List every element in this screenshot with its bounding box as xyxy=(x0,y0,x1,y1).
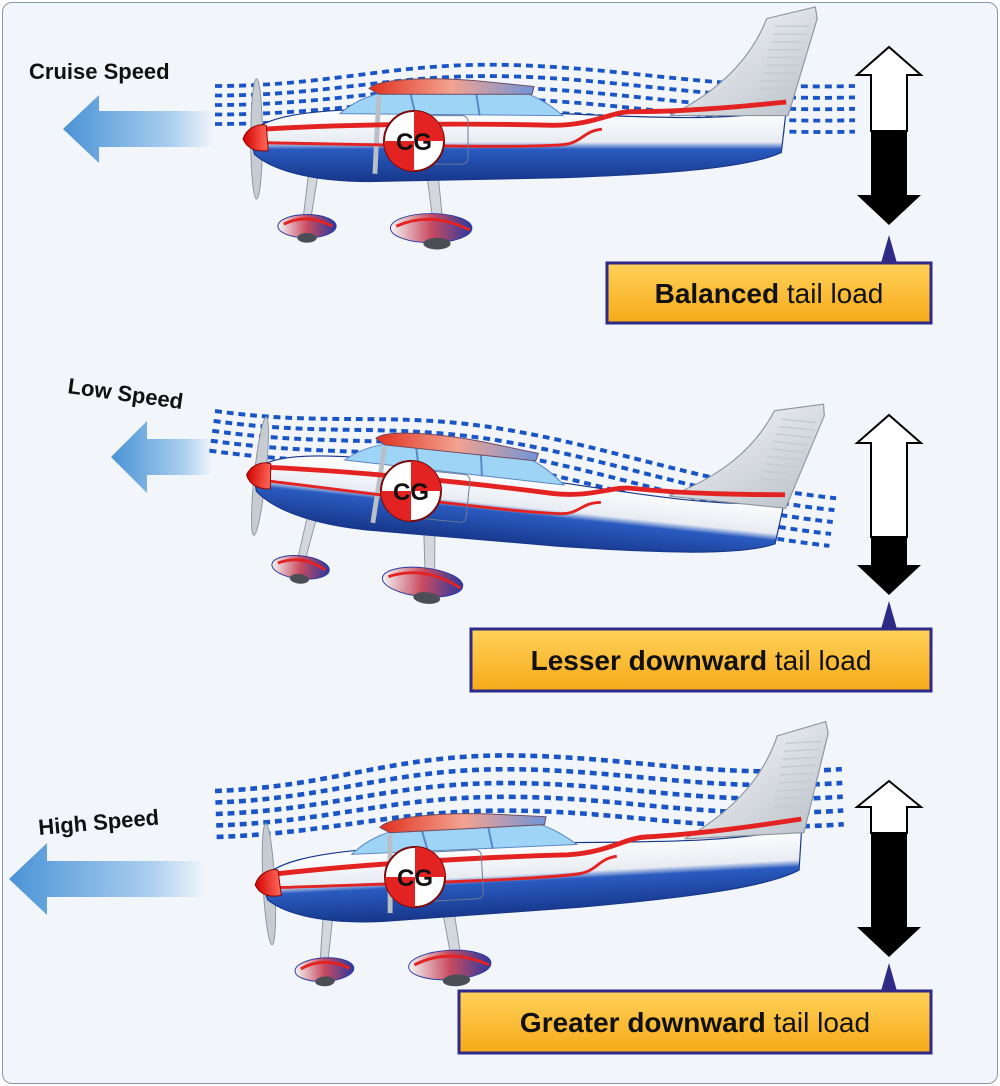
label-bold: Greater downward xyxy=(520,1007,766,1038)
left-arrow-icon xyxy=(63,95,215,163)
up-down-arrow-icon xyxy=(854,779,924,957)
speed-label: High Speed xyxy=(37,805,160,840)
up-down-arrow-icon xyxy=(854,413,924,595)
svg-text:Lesser downward tail load: Lesser downward tail load xyxy=(531,645,872,676)
cg-label: CG xyxy=(396,129,432,156)
panel-low-speed: Low Speed CG Lesser downward tail load xyxy=(66,345,933,693)
label-rest: tail load xyxy=(779,278,883,309)
cg-marker: CG xyxy=(384,846,446,908)
tail-load-label: Balanced tail load xyxy=(605,261,933,325)
airplane xyxy=(248,721,840,996)
tail-load-label: Lesser downward tail load xyxy=(469,627,933,693)
speed-label: Low Speed xyxy=(66,373,184,414)
up-down-arrow-icon xyxy=(854,45,924,225)
airplane xyxy=(235,345,825,643)
tail-load-diagram: Cruise Speed CG Balanced tail load Low S… xyxy=(9,3,933,1055)
svg-text:Greater downward tail load: Greater downward tail load xyxy=(520,1007,870,1038)
airplane xyxy=(243,7,817,250)
cg-label: CG xyxy=(397,865,433,892)
label-bold: Balanced xyxy=(655,278,780,309)
panel-cruise: Cruise Speed CG Balanced tail load xyxy=(29,7,933,325)
label-bold: Lesser downward xyxy=(531,645,768,676)
panel-high-speed: High Speed CG Greater downward tail load xyxy=(9,721,933,1055)
cg-label: CG xyxy=(393,479,429,506)
left-arrow-icon xyxy=(9,843,207,915)
label-rest: tail load xyxy=(767,645,871,676)
cg-marker: CG xyxy=(383,110,445,172)
speed-label: Cruise Speed xyxy=(29,59,170,84)
label-rest: tail load xyxy=(766,1007,870,1038)
svg-text:Balanced tail load: Balanced tail load xyxy=(655,278,884,309)
left-arrow-icon xyxy=(111,421,213,493)
cg-marker: CG xyxy=(380,460,442,522)
tail-load-label: Greater downward tail load xyxy=(457,989,933,1055)
